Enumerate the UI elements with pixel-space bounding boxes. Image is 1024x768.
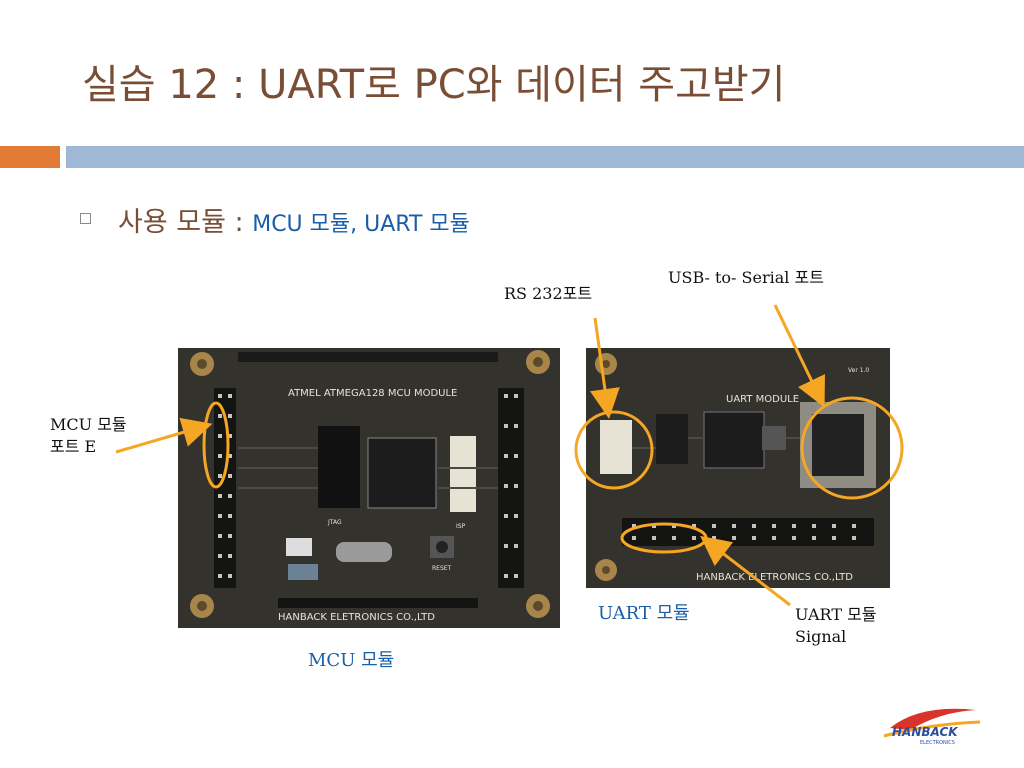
uart-signal-label: UART 모듈 Signal [795,604,877,648]
mcu-port-e-label-line2: 포트 E [50,437,97,456]
uart-signal-label-line1: UART 모듈 [795,605,877,624]
rs232-port-label: RS 232포트 [504,284,593,303]
hanback-logo: HANBACK ELECTRONICS [883,708,981,746]
uart-board-footer-text: HANBACK ELETRONICS CO.,LTD [696,572,853,583]
accent-bar-orange [0,146,60,168]
slide-title: 실습 12 : UART로 PC와 데이터 주고받기 [82,62,786,108]
mcu-board-isp-text: ISP [456,523,466,530]
accent-bar-blue [66,146,1024,168]
mcu-board-reset-text: RESET [432,565,452,572]
mcu-board-jtag-text: JTAG [327,519,342,526]
mcu-module-photo: ATMEL ATMEGA128 MCU MODULE JTAG ISP RESE… [178,348,560,628]
uart-module-caption: UART 모듈 [598,603,690,624]
mcu-board-footer-text: HANBACK ELETRONICS CO.,LTD [278,612,435,623]
uart-board-header-text: UART MODULE [726,394,799,405]
mcu-port-e-label: MCU 모듈 포트 E [50,414,127,458]
bullet-square-icon [80,213,91,224]
module-list: 사용 모듈 : MCU 모듈, UART 모듈 [118,200,470,239]
logo-subtext: ELECTRONICS [920,740,955,746]
mcu-port-e-label-line1: MCU 모듈 [50,415,127,434]
module-list-lead: 사용 모듈 : [118,207,253,238]
mcu-module-caption: MCU 모듈 [308,650,395,671]
mcu-board-header-text: ATMEL ATMEGA128 MCU MODULE [288,388,457,399]
uart-module-photo: UART MODULE Ver 1.0 HANBACK ELETRONICS C… [586,348,890,588]
usb-serial-port-label: USB- to- Serial 포트 [668,268,824,287]
logo-text: HANBACK [892,725,959,739]
module-list-items: MCU 모듈, UART 모듈 [252,212,470,237]
uart-signal-label-line2: Signal [795,627,847,646]
uart-board-version-text: Ver 1.0 [848,367,869,374]
